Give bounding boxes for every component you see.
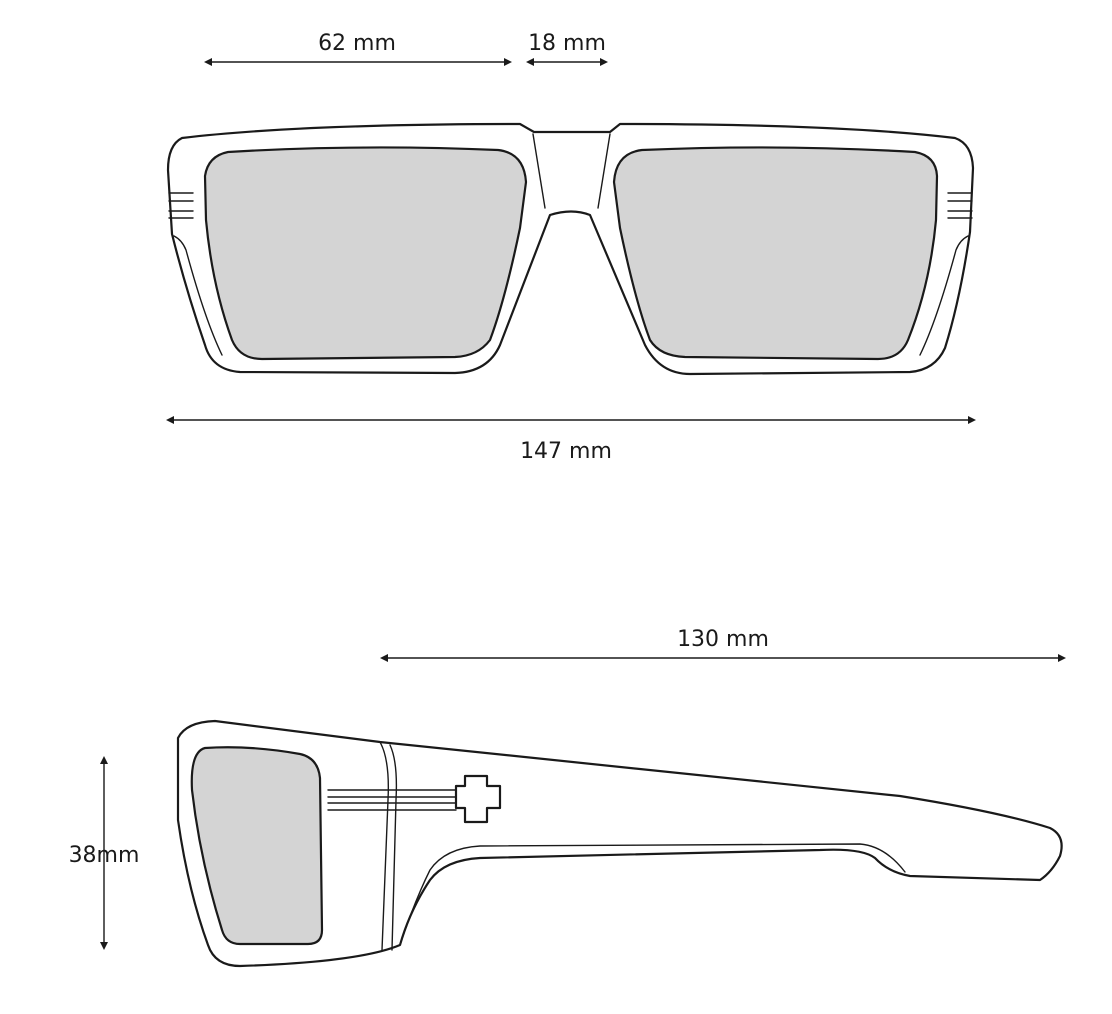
lens-width-label: 62 mm — [318, 31, 396, 56]
dim-frame-width: 147 mm — [166, 416, 976, 464]
front-right-lens — [612, 146, 939, 361]
lens-height-label: 38mm — [69, 843, 140, 868]
side-view — [176, 719, 1063, 968]
dim-lens-height: 38mm — [69, 756, 140, 950]
right-side-curve — [919, 235, 969, 356]
side-seam-line-2 — [389, 744, 398, 951]
dim-bridge-width: 18 mm — [526, 31, 608, 66]
side-seam-line-1 — [379, 741, 390, 951]
dim-temple-length: 130 mm — [380, 627, 1066, 662]
temple-inner-line — [399, 843, 906, 946]
dim-lens-width: 62 mm — [204, 31, 512, 66]
bridge-width-label: 18 mm — [528, 31, 606, 56]
side-frame — [176, 719, 1063, 968]
front-left-lens — [203, 146, 528, 361]
bridge-line-right — [597, 133, 611, 209]
bridge-line-left — [532, 133, 546, 209]
frame-width-label: 147 mm — [520, 439, 612, 464]
front-view — [166, 122, 975, 376]
left-side-curve — [173, 235, 223, 356]
temple-length-label: 130 mm — [677, 627, 769, 652]
side-lens — [190, 746, 324, 946]
plus-cross-icon — [454, 774, 502, 824]
